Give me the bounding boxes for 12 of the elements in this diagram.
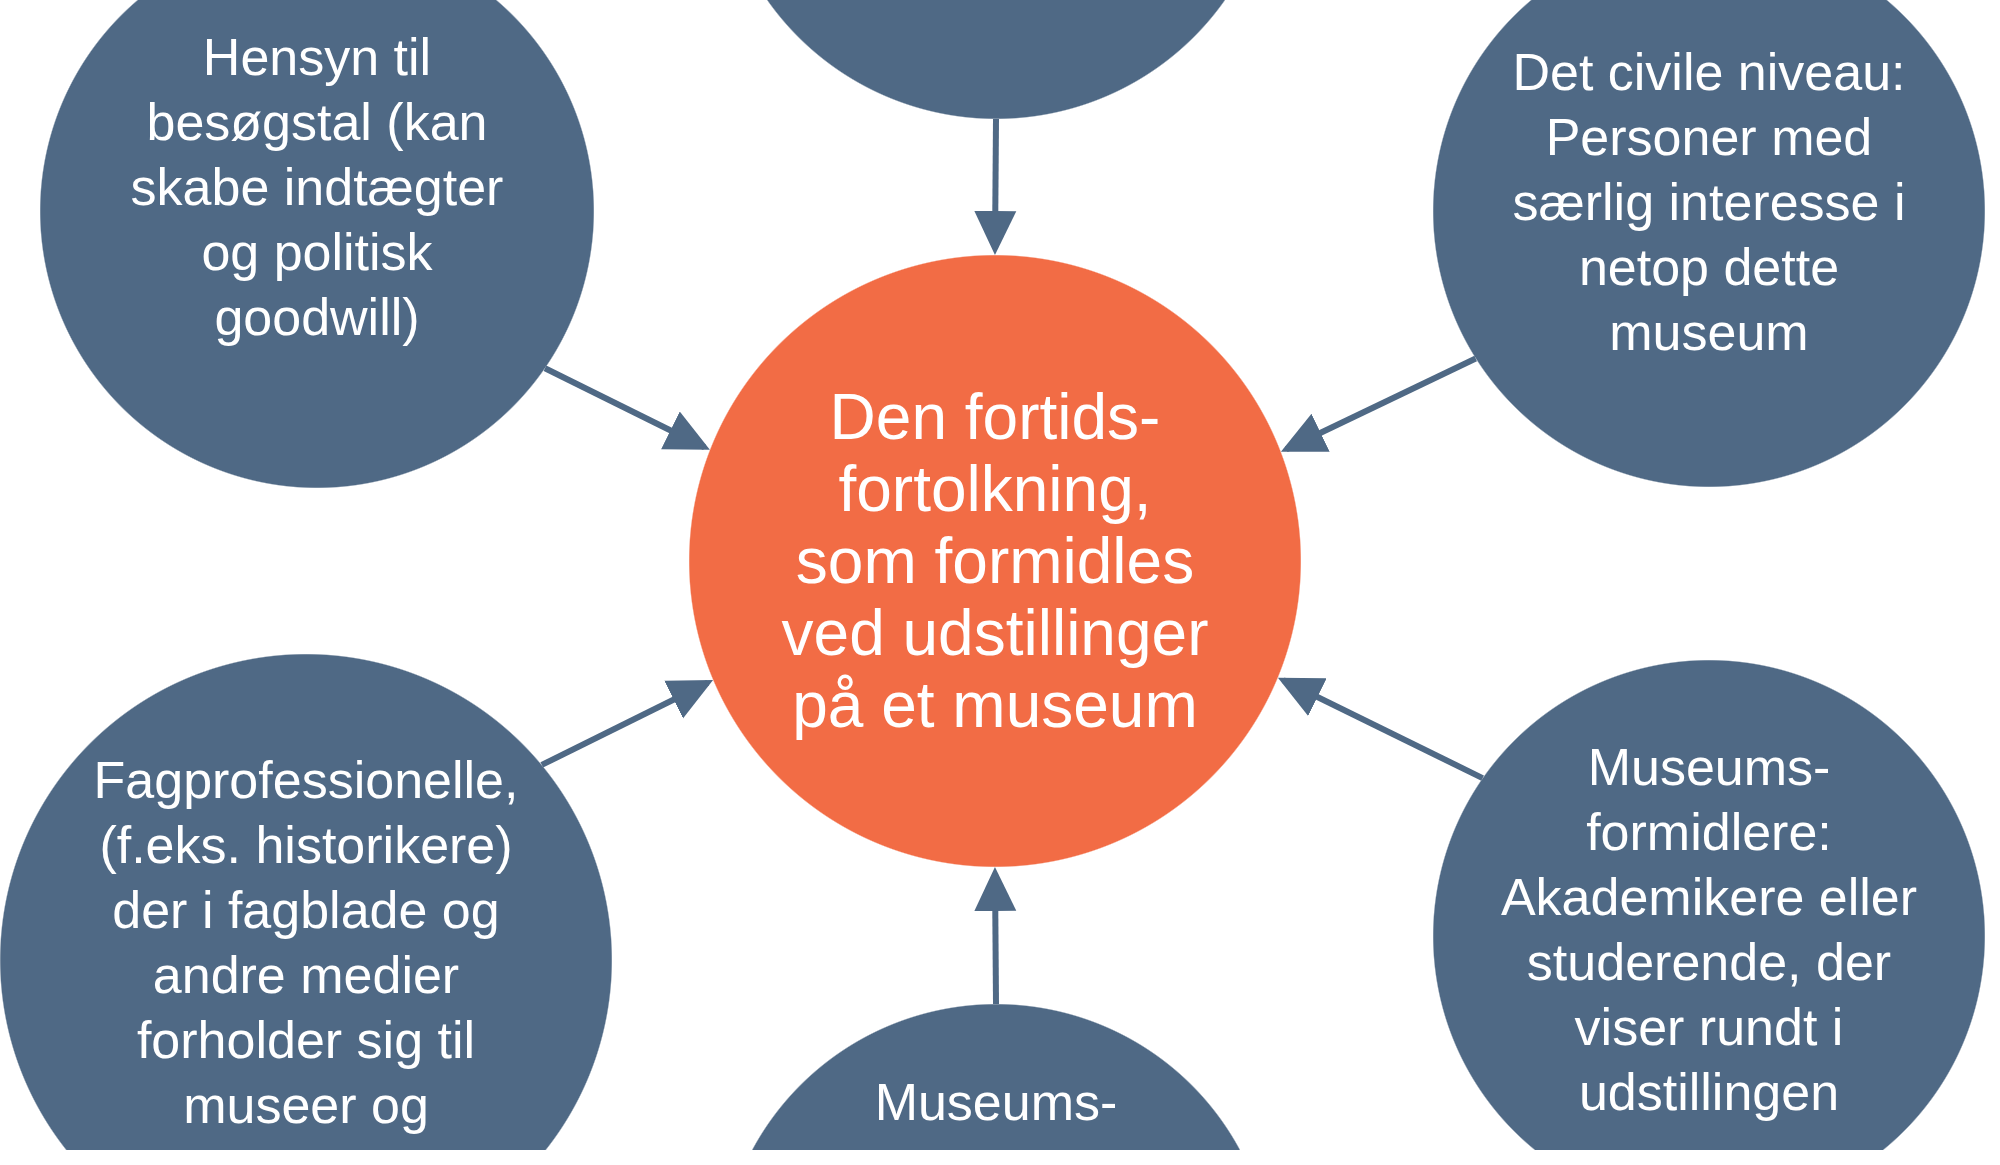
arrow <box>974 867 1017 1005</box>
topic-text: Museums- formidlere: Akademikere eller studerende, der viser rundt i udstillingen <box>1499 737 1919 1123</box>
central-text: Den fortids- fortolkning, som formidles ved udstillinger på et museum <box>780 381 1210 741</box>
topic-text: Museums- <box>873 1072 1119 1133</box>
arrow <box>1277 677 1484 781</box>
topic-text: Fagprofessionelle, (f.eks. historikere) der i fagblade og andre medier forholder sig til museer og <box>92 750 520 1136</box>
topic-text: Det civile niveau: Personer med særlig interesse i netop dette museum <box>1511 42 1907 363</box>
arrow <box>543 365 710 450</box>
topic-text: Hensyn til besøgstal (kan skabe indtægter og politisk goodwill) <box>129 27 505 348</box>
arrow <box>974 118 1017 255</box>
arrow <box>540 680 714 768</box>
arrow <box>1280 355 1477 452</box>
